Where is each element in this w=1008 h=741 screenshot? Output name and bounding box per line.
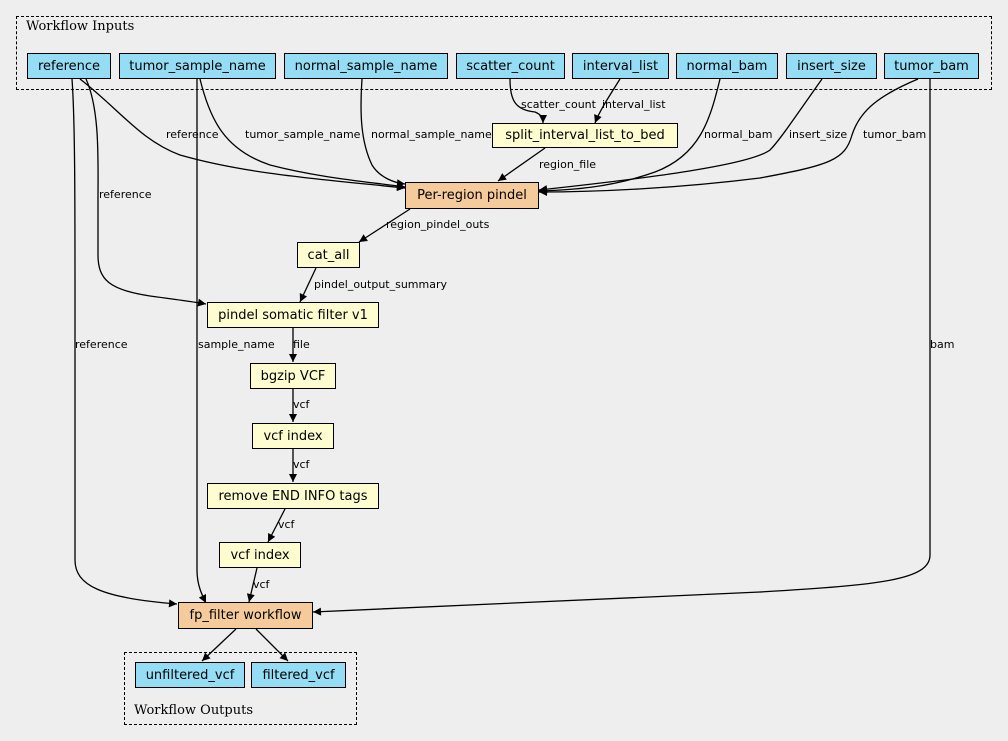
- node-per-region-pindel[interactable]: Per-region pindel: [405, 182, 539, 209]
- node-bgzip-vcf[interactable]: bgzip VCF: [250, 363, 336, 389]
- node-pindel-somatic-filter[interactable]: pindel somatic filter v1: [207, 302, 379, 328]
- node-tumor-bam[interactable]: tumor_bam: [884, 53, 979, 79]
- node-filtered-vcf[interactable]: filtered_vcf: [251, 662, 346, 688]
- edge-label-vcf-1: vcf: [293, 398, 310, 411]
- node-normal-bam[interactable]: normal_bam: [676, 53, 778, 79]
- edge-cat-all-to-somatic-filter: [299, 267, 317, 303]
- edge-label-normal-bam: normal_bam: [704, 128, 773, 141]
- node-cat-all[interactable]: cat_all: [297, 242, 360, 268]
- edge-label-region-pindel-outs: region_pindel_outs: [386, 218, 490, 231]
- edge-label-pindel-output-summary: pindel_output_summary: [314, 278, 448, 291]
- edge-split-to-pindel: [497, 147, 546, 182]
- workflow-inputs-cluster: [16, 16, 992, 90]
- edge-tumor-sample-to-fp-filter: [196, 79, 207, 604]
- edge-label-sample-name: sample_name: [198, 338, 275, 351]
- node-vcf-index-2[interactable]: vcf index: [219, 542, 301, 568]
- workflow-inputs-label: Workflow Inputs: [26, 19, 135, 34]
- edge-label-vcf-2: vcf: [293, 458, 310, 471]
- edge-label-reference-1: reference: [166, 128, 219, 141]
- node-scatter-count[interactable]: scatter_count: [456, 53, 565, 79]
- edge-normal-bam-to-pindel: [538, 78, 721, 195]
- edge-label-scatter-count: scatter_count: [521, 98, 596, 111]
- edge-label-tumor-bam: tumor_bam: [863, 128, 927, 141]
- node-interval-list[interactable]: interval_list: [572, 53, 669, 79]
- edge-label-vcf-3: vcf: [278, 518, 295, 531]
- node-vcf-index-1[interactable]: vcf index: [252, 423, 334, 449]
- workflow-outputs-label: Workflow Outputs: [134, 703, 253, 718]
- node-unfiltered-vcf[interactable]: unfiltered_vcf: [135, 662, 245, 688]
- edge-label-insert-size: insert_size: [789, 128, 848, 141]
- edge-label-vcf-4: vcf: [253, 578, 270, 591]
- workflow-outputs-cluster: [124, 652, 357, 725]
- node-insert-size[interactable]: insert_size: [786, 53, 877, 79]
- edge-tumor-sample-to-pindel: [199, 78, 406, 190]
- edge-label-normal-sample-name: normal_sample_name: [371, 128, 492, 141]
- edge-label-region-file: region_file: [539, 158, 597, 171]
- edge-reference-to-fp-filter: [71, 78, 178, 608]
- edge-tumor-bam-to-fp-filter: [312, 79, 931, 616]
- edge-interval-list-to-split: [594, 78, 621, 124]
- node-reference[interactable]: reference: [27, 53, 111, 79]
- edge-tumor-bam-to-pindel: [538, 78, 919, 196]
- edge-label-bam: bam: [930, 338, 955, 351]
- edge-label-reference-2: reference: [99, 188, 152, 201]
- node-tumor-sample-name[interactable]: tumor_sample_name: [119, 53, 276, 79]
- edge-fp-filter-to-unfiltered: [201, 628, 237, 662]
- edge-insert-size-to-pindel: [538, 78, 823, 194]
- edge-label-file: file: [293, 338, 310, 351]
- edge-reference-to-pindel: [79, 78, 406, 192]
- edge-label-reference-3: reference: [75, 338, 128, 351]
- edge-pindel-to-cat-all: [358, 208, 411, 243]
- edge-vcf-index-2-to-fp-filter: [246, 567, 258, 603]
- edge-normal-sample-to-pindel: [360, 78, 406, 188]
- node-fp-filter-workflow[interactable]: fp_filter workflow: [178, 602, 313, 629]
- node-remove-end-info-tags[interactable]: remove END INFO tags: [207, 483, 379, 509]
- edge-label-tumor-sample-name: tumor_sample_name: [245, 128, 361, 141]
- edge-remove-end-to-vcf-index-2: [267, 508, 286, 543]
- node-normal-sample-name[interactable]: normal_sample_name: [284, 53, 448, 79]
- edge-scatter-count-to-split: [509, 78, 547, 124]
- edge-label-interval-list: interval_list: [602, 98, 666, 111]
- edge-reference-to-somatic-filter: [85, 78, 207, 307]
- edge-fp-filter-to-filtered: [255, 628, 289, 662]
- node-split-interval-list-to-bed[interactable]: split_interval_list_to_bed: [492, 123, 678, 148]
